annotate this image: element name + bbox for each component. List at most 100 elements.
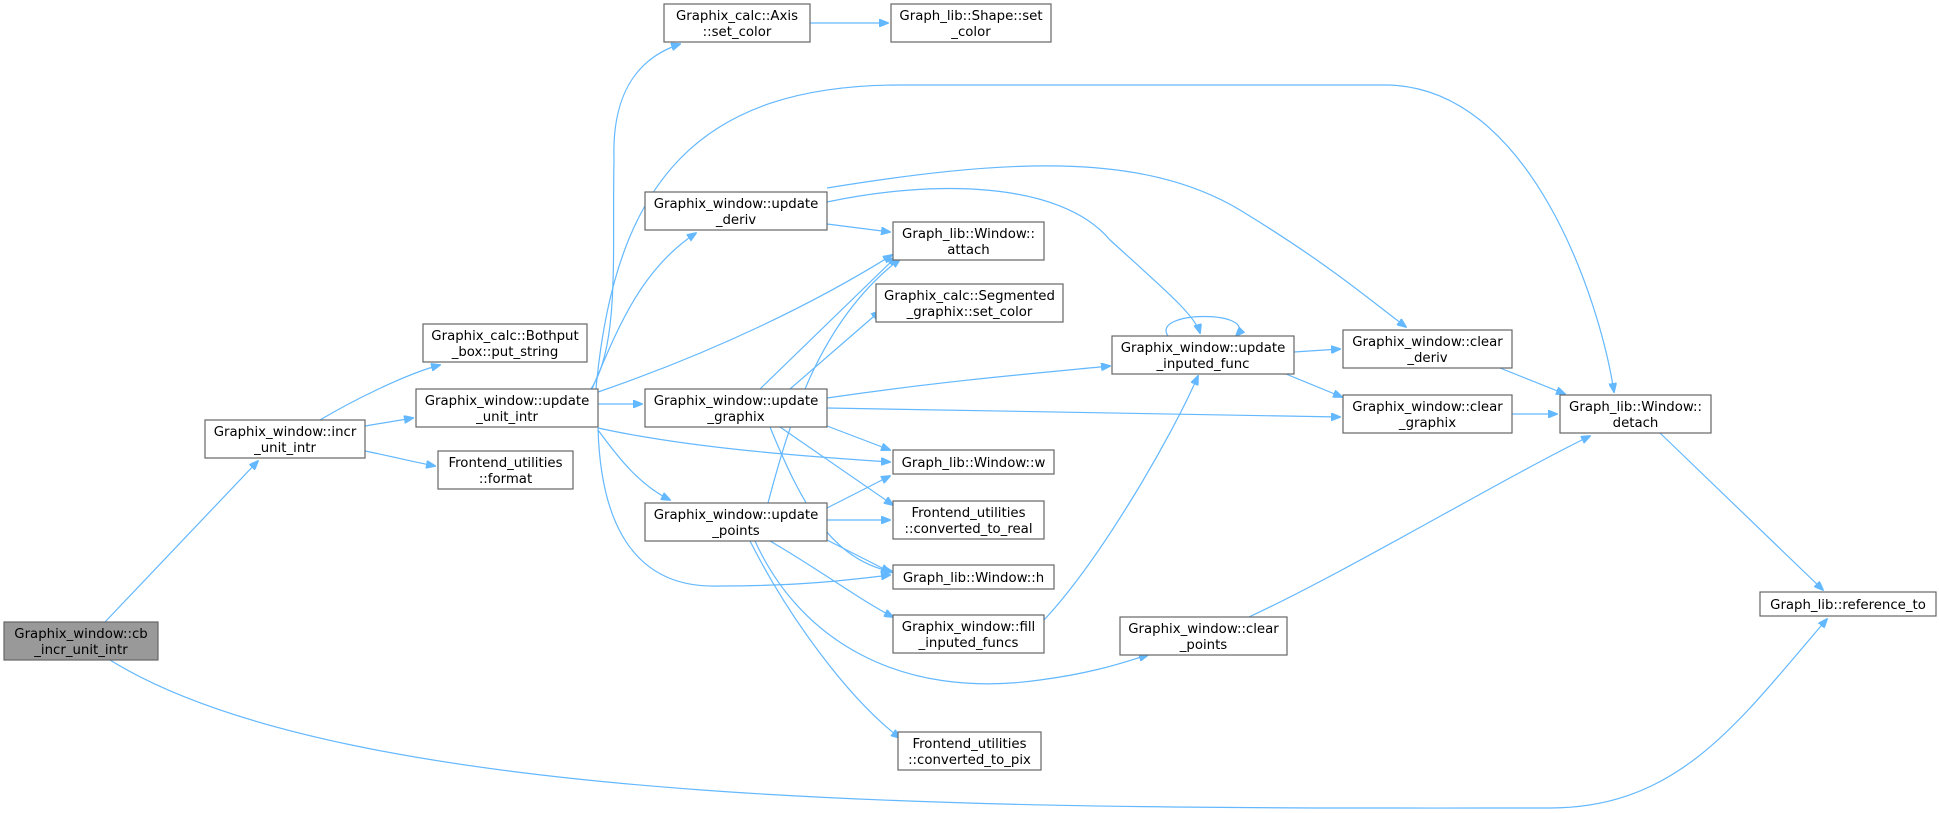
node-clear_points[interactable]: Graphix_window::clear_points: [1119, 616, 1288, 656]
node-box[interactable]: [644, 388, 828, 428]
node-box[interactable]: [1342, 394, 1513, 434]
node-label-line: _color: [950, 25, 991, 40]
node-label-line: ::converted_to_pix: [908, 753, 1031, 768]
node-label-line: _box::put_string: [451, 345, 559, 360]
node-ref_to[interactable]: Graph_lib::reference_to: [1759, 591, 1937, 617]
node-box[interactable]: [644, 502, 828, 542]
edge-upd_graphix-to-attach: [759, 257, 896, 390]
node-label-line: Graphix_window::clear: [1352, 400, 1503, 415]
nodes-layer: Graphix_window::cb_incr_unit_intr Graphix…: [3, 3, 1937, 771]
node-bothput[interactable]: Graphix_calc::Bothput_box::put_string: [422, 323, 588, 363]
edge-upd_graphix-to-h: [769, 426, 893, 572]
node-attach[interactable]: Graph_lib::Window::attach: [892, 221, 1045, 261]
node-box[interactable]: [892, 500, 1045, 540]
node-box[interactable]: [892, 449, 1055, 475]
edge-upd_deriv-to-clear_deriv: [826, 165, 1406, 327]
edge-upd_graphix-to-clear_graphix: [826, 407, 1340, 417]
node-label-line: Graphix_calc::Segmented: [884, 289, 1055, 304]
node-upd_deriv[interactable]: Graphix_window::update_deriv: [644, 191, 828, 231]
edge-upd_points-to-conv_pix: [749, 540, 900, 738]
edge-upd_deriv-to-attach: [826, 223, 890, 232]
node-label-line: Frontend_utilities: [912, 737, 1026, 752]
edge-upd_unit-to-attach: [597, 255, 892, 393]
edge-fill_inp-to-upd_inp: [1043, 376, 1198, 621]
edge-upd_points-to-w: [826, 476, 890, 509]
edge-upd_graphix-to-upd_inp: [826, 366, 1110, 399]
node-format[interactable]: Frontend_utilities::format: [437, 450, 574, 490]
node-label-line: Frontend_utilities: [911, 506, 1025, 521]
edge-upd_unit-to-w: [597, 427, 890, 462]
edge-upd_unit-to-h: [597, 427, 890, 587]
node-box[interactable]: [1559, 394, 1712, 434]
node-clear_graphix[interactable]: Graphix_window::clear_graphix: [1342, 394, 1513, 434]
edge-upd_points-to-attach: [767, 259, 900, 504]
edges-layer: [104, 23, 1827, 809]
edge-upd_graphix-to-conv_real: [779, 426, 893, 505]
node-label-line: _unit_intr: [475, 410, 538, 425]
node-label-line: Graph_lib::Window::: [902, 227, 1035, 242]
edge-upd_inp-to-upd_inp: [1165, 315, 1239, 337]
edge-upd_unit-to-axis_set: [590, 44, 680, 390]
node-label-line: ::converted_to_real: [904, 522, 1032, 537]
node-box[interactable]: [644, 191, 828, 231]
node-clear_deriv[interactable]: Graphix_window::clear_deriv: [1342, 329, 1513, 369]
node-label-line: Graph_lib::Window::w: [902, 456, 1046, 471]
node-conv_real[interactable]: Frontend_utilities::converted_to_real: [892, 500, 1045, 540]
node-label-line: Graphix_window::incr: [214, 425, 357, 440]
node-label-line: Graphix_window::clear: [1352, 335, 1503, 350]
node-label-line: _unit_intr: [253, 441, 316, 456]
node-seg_set[interactable]: Graphix_calc::Segmented_graphix::set_col…: [875, 283, 1064, 323]
node-upd_inp[interactable]: Graphix_window::update_inputed_func: [1111, 335, 1295, 375]
edge-upd_unit-to-upd_points: [597, 429, 670, 500]
node-w[interactable]: Graph_lib::Window::w: [892, 449, 1055, 475]
node-cb_incr[interactable]: Graphix_window::cb_incr_unit_intr: [3, 621, 159, 661]
node-label-line: _incr_unit_intr: [33, 643, 128, 658]
node-label-line: Graphix_window::update: [654, 197, 819, 212]
edge-cb_incr-to-incr: [104, 461, 258, 623]
node-box[interactable]: [437, 450, 574, 490]
edge-clear_deriv-to-detach: [1499, 367, 1565, 394]
node-box[interactable]: [1342, 329, 1513, 369]
edge-detach-to-ref_to: [1659, 432, 1823, 590]
node-box[interactable]: [422, 323, 588, 363]
node-box[interactable]: [1759, 591, 1937, 617]
node-box[interactable]: [892, 614, 1045, 654]
node-conv_pix[interactable]: Frontend_utilities::converted_to_pix: [897, 731, 1042, 771]
node-box[interactable]: [663, 3, 811, 43]
node-box[interactable]: [415, 388, 599, 428]
node-upd_points[interactable]: Graphix_window::update_points: [644, 502, 828, 542]
node-label-line: ::format: [479, 472, 532, 487]
node-shape_set[interactable]: Graph_lib::Shape::set_color: [890, 3, 1052, 43]
node-label-line: Graphix_window::update: [654, 508, 819, 523]
node-axis_set[interactable]: Graphix_calc::Axis::set_color: [663, 3, 811, 43]
node-label-line: _inputed_funcs: [918, 636, 1019, 651]
edge-clear_points-to-detach: [1248, 436, 1590, 618]
node-box[interactable]: [1111, 335, 1295, 375]
node-label-line: Graphix_window::clear: [1128, 622, 1279, 637]
node-label-line: Graphix_window::update: [425, 394, 590, 409]
node-h[interactable]: Graph_lib::Window::h: [892, 564, 1055, 590]
node-box[interactable]: [1119, 616, 1288, 656]
node-fill_inp[interactable]: Graphix_window::fill_inputed_funcs: [892, 614, 1045, 654]
edge-upd_unit-to-detach: [595, 84, 1614, 392]
node-incr[interactable]: Graphix_window::incr_unit_intr: [204, 419, 366, 459]
node-detach[interactable]: Graph_lib::Window::detach: [1559, 394, 1712, 434]
node-label-line: _graphix: [1398, 416, 1456, 431]
edge-incr-to-format: [364, 450, 435, 466]
node-box[interactable]: [892, 564, 1055, 590]
node-label-line: Graphix_calc::Axis: [676, 9, 798, 24]
edge-upd_points-to-h: [826, 539, 890, 572]
node-label-line: attach: [947, 243, 989, 258]
node-label-line: _points: [711, 524, 760, 539]
node-box[interactable]: [875, 283, 1064, 323]
node-box[interactable]: [204, 419, 366, 459]
edge-upd_inp-to-clear_graphix: [1285, 373, 1342, 397]
node-box[interactable]: [892, 221, 1045, 261]
edge-upd_graphix-to-w: [826, 425, 890, 450]
node-upd_graphix[interactable]: Graphix_window::update_graphix: [644, 388, 828, 428]
node-box[interactable]: [897, 731, 1042, 771]
node-upd_unit[interactable]: Graphix_window::update_unit_intr: [415, 388, 599, 428]
node-box[interactable]: [3, 621, 159, 661]
node-box[interactable]: [890, 3, 1052, 43]
